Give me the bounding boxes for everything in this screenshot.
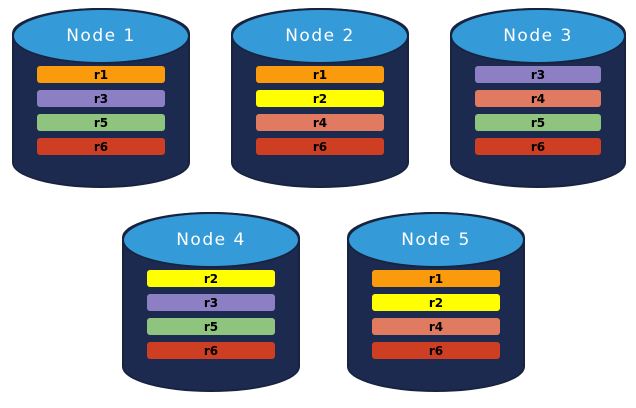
replica-label: r6 xyxy=(203,343,219,358)
replica-bar[interactable]: r2 xyxy=(255,90,385,107)
cylinder-top-ellipse: Node 4 xyxy=(122,212,300,268)
replica-bar[interactable]: r6 xyxy=(146,342,276,359)
replica-label: r1 xyxy=(93,67,109,82)
replica-label: r6 xyxy=(428,343,444,358)
database-node-2[interactable]: Node 2 r1 r2 r4 r6 xyxy=(231,8,409,188)
replica-label: r1 xyxy=(312,67,328,82)
replica-bar[interactable]: r6 xyxy=(36,138,166,155)
replica-bar[interactable]: r3 xyxy=(146,294,276,311)
node-title: Node 3 xyxy=(503,26,573,46)
replica-bar[interactable]: r1 xyxy=(255,66,385,83)
replica-bar[interactable]: r6 xyxy=(474,138,602,155)
replica-bar[interactable]: r2 xyxy=(371,294,501,311)
replica-list: r1 r2 r4 r6 xyxy=(347,270,525,359)
replica-label: r5 xyxy=(530,115,546,130)
replica-list: r2 r3 r5 r6 xyxy=(122,270,300,359)
cylinder-top-ellipse: Node 5 xyxy=(347,212,525,268)
node-title: Node 5 xyxy=(401,230,471,250)
replica-bar[interactable]: r4 xyxy=(474,90,602,107)
database-node-5[interactable]: Node 5 r1 r2 r4 r6 xyxy=(347,212,525,392)
node-title: Node 4 xyxy=(176,230,246,250)
replica-label: r5 xyxy=(203,319,219,334)
replica-bar[interactable]: r6 xyxy=(255,138,385,155)
replica-bar[interactable]: r1 xyxy=(36,66,166,83)
database-node-3[interactable]: Node 3 r3 r4 r5 r6 xyxy=(450,8,626,188)
replica-label: r5 xyxy=(93,115,109,130)
replica-label: r3 xyxy=(530,67,546,82)
replica-label: r4 xyxy=(312,115,328,130)
replica-label: r2 xyxy=(312,91,328,106)
replica-label: r3 xyxy=(93,91,109,106)
replica-label: r2 xyxy=(428,295,444,310)
replica-bar[interactable]: r5 xyxy=(36,114,166,131)
replica-bar[interactable]: r5 xyxy=(146,318,276,335)
replica-label: r3 xyxy=(203,295,219,310)
replica-label: r4 xyxy=(530,91,546,106)
replica-list: r1 r2 r4 r6 xyxy=(231,66,409,155)
replica-bar[interactable]: r3 xyxy=(36,90,166,107)
replica-bar[interactable]: r1 xyxy=(371,270,501,287)
replica-bar[interactable]: r4 xyxy=(371,318,501,335)
replica-list: r1 r3 r5 r6 xyxy=(12,66,190,155)
replica-label: r1 xyxy=(428,271,444,286)
replica-label: r2 xyxy=(203,271,219,286)
replica-label: r6 xyxy=(530,139,546,154)
replica-bar[interactable]: r2 xyxy=(146,270,276,287)
node-title: Node 1 xyxy=(66,26,136,46)
replica-label: r6 xyxy=(93,139,109,154)
node-title: Node 2 xyxy=(285,26,355,46)
cylinder-top-ellipse: Node 2 xyxy=(231,8,409,64)
replica-bar[interactable]: r4 xyxy=(255,114,385,131)
replica-label: r4 xyxy=(428,319,444,334)
replica-bar[interactable]: r5 xyxy=(474,114,602,131)
database-node-1[interactable]: Node 1 r1 r3 r5 r6 xyxy=(12,8,190,188)
replica-label: r6 xyxy=(312,139,328,154)
replica-bar[interactable]: r3 xyxy=(474,66,602,83)
cylinder-top-ellipse: Node 3 xyxy=(450,8,626,64)
cylinder-top-ellipse: Node 1 xyxy=(12,8,190,64)
replica-list: r3 r4 r5 r6 xyxy=(450,66,626,155)
database-node-4[interactable]: Node 4 r2 r3 r5 r6 xyxy=(122,212,300,392)
replica-bar[interactable]: r6 xyxy=(371,342,501,359)
